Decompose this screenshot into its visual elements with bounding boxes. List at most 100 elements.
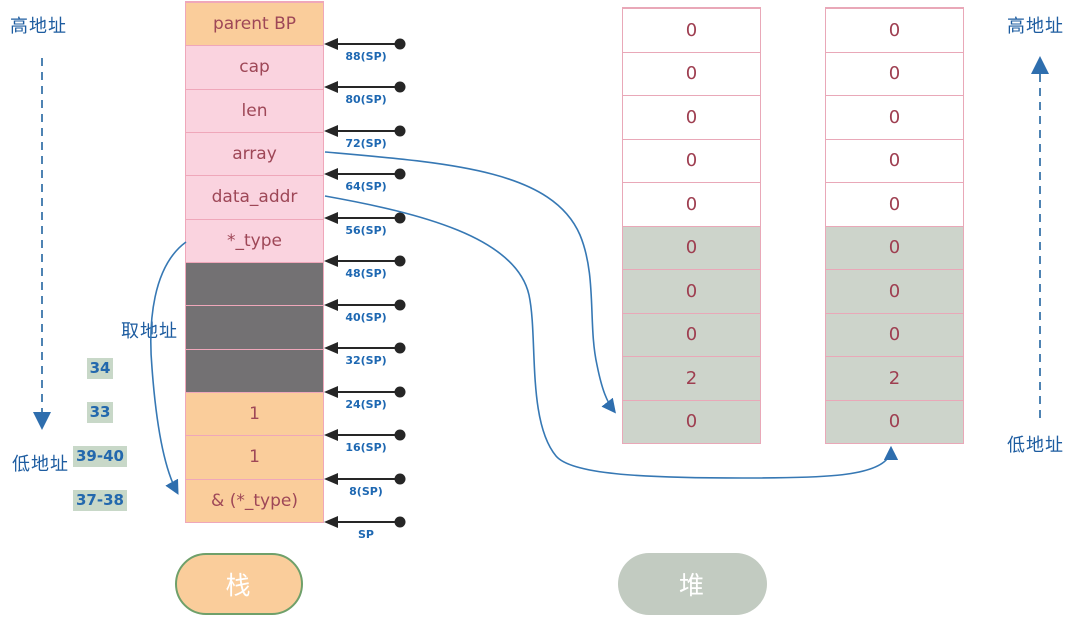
code-line-number-value: 39-40 [73, 446, 127, 467]
take-address-label: 取地址 [121, 321, 178, 342]
sp-offset-row: SP [324, 514, 408, 541]
sp-offset-row: 48(SP) [324, 253, 408, 280]
sp-offset-row: 64(SP) [324, 166, 408, 193]
heap-cell-value: 0 [685, 106, 698, 128]
sp-offset-label: 72(SP) [345, 136, 387, 150]
heap-cell: 0 [826, 182, 963, 226]
heap-cell-value: 0 [888, 19, 901, 41]
sp-offset-row: 24(SP) [324, 384, 408, 411]
heap-cell-value: 0 [888, 63, 901, 85]
heap-cell: 0 [623, 138, 760, 182]
sp-offset-row: 88(SP) [324, 36, 408, 63]
heap-cell-value: 0 [685, 280, 698, 302]
stack-cell: len [186, 88, 323, 132]
code-line-number: 37-38 [58, 490, 142, 511]
low-address-label-left: 低地址 [12, 454, 69, 475]
sp-offset-label: SP [358, 528, 374, 541]
heap-cell-value: 0 [685, 193, 698, 215]
heap-cell: 0 [826, 138, 963, 182]
stack-cell-label: len [241, 100, 268, 121]
heap-array-old: 0 0 0 0 0 0 0 [622, 7, 761, 444]
sp-offset-label: 48(SP) [345, 267, 387, 280]
sp-offset-row: 80(SP) [324, 79, 408, 106]
sp-offset-row: 40(SP) [324, 297, 408, 324]
heap-cell-value: 0 [685, 324, 698, 346]
sp-offset-row: 72(SP) [324, 123, 408, 150]
sp-offset-label: 40(SP) [345, 310, 387, 324]
heap-cell-value: 2 [685, 367, 698, 389]
stack-cell-label: 1 [249, 404, 260, 425]
code-line-number-value: 37-38 [73, 490, 127, 511]
stack-cell-label: array [232, 144, 277, 165]
sp-pointer-arrow-icon [324, 516, 406, 528]
stack-cell: parent BP [186, 2, 323, 46]
heap-cell-value: 0 [685, 19, 698, 41]
stack-badge-label: 栈 [225, 571, 253, 600]
heap-cell: 0 [623, 182, 760, 226]
heap-cell: 0 [826, 312, 963, 356]
stack-cell: & (*_type) [186, 478, 323, 522]
sp-pointer-arrow-icon [324, 124, 406, 137]
sp-pointer-arrow-icon [324, 37, 406, 50]
stack-cell-label: data_addr [211, 187, 298, 208]
stack-cell-label: 1 [249, 447, 260, 468]
stack-frame: parent BP cap len array data_addr *_type [185, 1, 324, 523]
heap-cell: 0 [623, 225, 760, 269]
sp-pointer-arrow-icon [324, 81, 406, 93]
low-address-label-right: 低地址 [1007, 435, 1064, 456]
sp-offset-row: 16(SP) [324, 427, 408, 454]
sp-offset-label: 88(SP) [345, 49, 387, 63]
heap-cell-value: 0 [888, 106, 901, 128]
sp-offset-label: 64(SP) [345, 180, 387, 193]
sp-offset-label: 80(SP) [345, 93, 387, 106]
heap-cell: 0 [826, 269, 963, 313]
take-address-curve [150, 241, 187, 495]
heap-cell-value: 0 [685, 411, 698, 433]
heap-cell-value: 0 [888, 193, 901, 215]
heap-cell-value: 2 [888, 367, 901, 389]
stack-cell-label: *_type [227, 230, 282, 251]
stack-cell: *_type [186, 218, 323, 262]
stack-cell [186, 348, 323, 392]
heap-badge-label: 堆 [678, 571, 706, 600]
high-address-label-left: 高地址 [10, 16, 67, 37]
sp-offset-row: 8(SP) [324, 471, 408, 498]
stack-cell-label: parent BP [212, 14, 297, 35]
heap-cell: 0 [623, 312, 760, 356]
heap-cell-value: 0 [888, 150, 901, 172]
stack-cell: array [186, 131, 323, 176]
code-line-number: 39-40 [58, 446, 142, 467]
sp-offset-row: 56(SP) [324, 210, 408, 237]
heap-cell: 0 [826, 95, 963, 139]
stack-cell: data_addr [186, 175, 323, 219]
heap-cell-value: 0 [888, 237, 901, 259]
heap-cell: 0 [623, 269, 760, 313]
heap-cell-value: 0 [888, 280, 901, 302]
stack-cell-label: & (*_type) [211, 490, 298, 511]
code-line-number-value: 33 [86, 402, 114, 423]
heap-cell-value: 0 [685, 150, 698, 172]
heap-cell-value: 0 [685, 237, 698, 259]
code-line-number: 34 [58, 358, 142, 379]
heap-cell: 0 [826, 399, 963, 443]
sp-offset-label: 8(SP) [349, 484, 383, 498]
heap-cell: 0 [826, 51, 963, 95]
heap-cell: 0 [623, 51, 760, 95]
stack-cell: 1 [186, 435, 323, 479]
heap-badge: 堆 [618, 553, 767, 615]
heap-cell: 0 [623, 8, 760, 52]
heap-cell: 0 [623, 399, 760, 443]
sp-offset-label: 32(SP) [345, 354, 387, 367]
heap-cell: 0 [826, 8, 963, 52]
sp-offset-label: 24(SP) [345, 397, 387, 411]
heap-cell: 0 [826, 225, 963, 269]
heap-cell-value: 0 [888, 411, 901, 433]
stack-cell [186, 305, 323, 349]
heap-cell-value: 0 [685, 63, 698, 85]
stack-cell: cap [186, 45, 323, 89]
heap-array-new: 0 0 0 0 0 0 0 [825, 7, 964, 444]
stack-cell-label: cap [239, 57, 270, 78]
heap-cell-value: 0 [888, 324, 901, 346]
sp-offset-label: 16(SP) [345, 441, 387, 454]
